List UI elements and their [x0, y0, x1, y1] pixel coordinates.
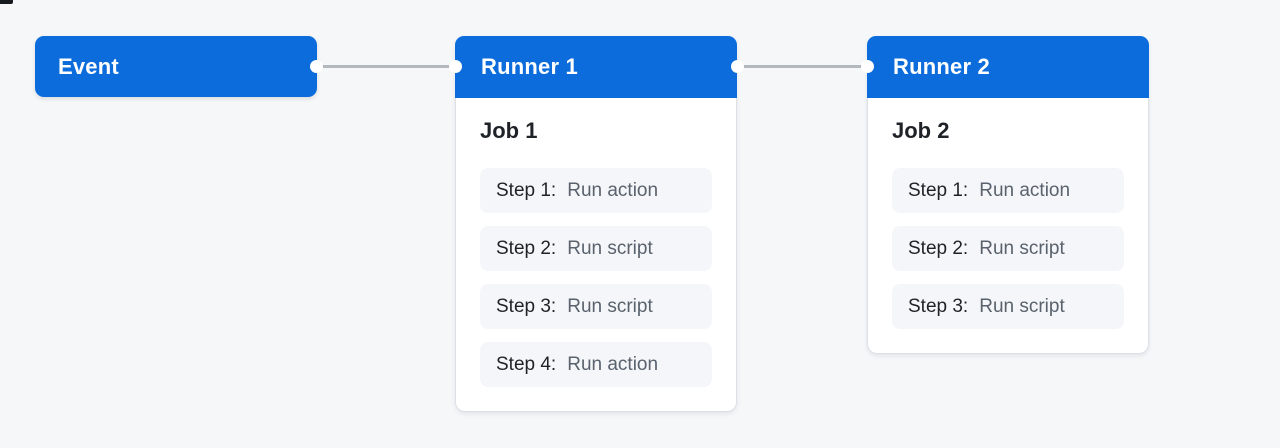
connector-dot-runner1-left: [449, 60, 462, 73]
screen-corner-artifact: [0, 0, 13, 4]
job2-step-3: Step 3: Run script: [892, 284, 1124, 329]
step-label: Step 2:: [496, 237, 557, 259]
connector-dot-runner2-left: [861, 60, 874, 73]
step-label: Step 1:: [908, 179, 969, 201]
job2-step-1: Step 1: Run action: [892, 168, 1124, 213]
step-action: Run action: [567, 179, 659, 201]
step-label: Step 3:: [908, 295, 969, 317]
runner1-body: Job 1 Step 1: Run action Step 2: Run scr…: [456, 98, 736, 411]
step-action: Run script: [567, 237, 653, 259]
job2-step-2: Step 2: Run script: [892, 226, 1124, 271]
connector-dot-event-right: [310, 60, 323, 73]
step-action: Run script: [979, 295, 1065, 317]
event-node-label: Event: [58, 53, 119, 79]
step-action: Run action: [979, 179, 1071, 201]
step-action: Run script: [979, 237, 1065, 259]
connector-runner1-runner2: [736, 65, 868, 68]
runner2-title: Runner 2: [893, 54, 990, 79]
job2-title: Job 2: [892, 118, 950, 143]
runner1-header: Runner 1: [455, 36, 737, 98]
event-node[interactable]: Event: [35, 36, 317, 97]
runner2-body: Job 2 Step 1: Run action Step 2: Run scr…: [868, 98, 1148, 353]
step-label: Step 1:: [496, 179, 557, 201]
step-action: Run script: [567, 295, 653, 317]
job1-step-4: Step 4: Run action: [480, 342, 712, 387]
job1-step-3: Step 3: Run script: [480, 284, 712, 329]
job1-step-2: Step 2: Run script: [480, 226, 712, 271]
step-label: Step 3:: [496, 295, 557, 317]
step-action: Run action: [567, 353, 659, 375]
connector-event-runner1: [316, 65, 456, 68]
runner1-title: Runner 1: [481, 54, 578, 79]
job1-title: Job 1: [480, 118, 538, 143]
job1-step-1: Step 1: Run action: [480, 168, 712, 213]
step-label: Step 2:: [908, 237, 969, 259]
runner1-card[interactable]: Runner 1 Job 1 Step 1: Run action Step 2…: [455, 36, 737, 412]
runner2-card[interactable]: Runner 2 Job 2 Step 1: Run action Step 2…: [867, 36, 1149, 354]
runner2-header: Runner 2: [867, 36, 1149, 98]
step-label: Step 4:: [496, 353, 557, 375]
connector-dot-runner1-right: [731, 60, 744, 73]
